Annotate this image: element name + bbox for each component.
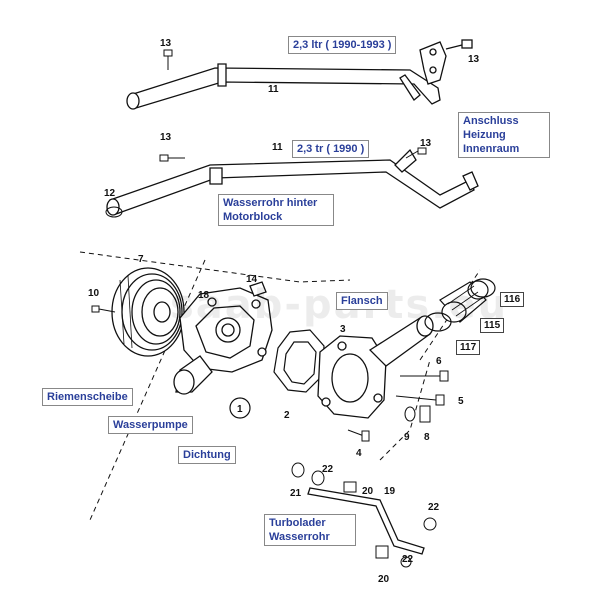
turbo-pipe-19	[307, 487, 425, 555]
num-21: 21	[290, 488, 302, 499]
ring-12	[105, 206, 123, 218]
num-20b: 20	[378, 574, 390, 585]
label-rear-pipe-line-1: Wasserrohr hinter	[223, 197, 318, 209]
label-turbo-water-pipe: Turbolader Wasserrohr	[264, 514, 356, 546]
num-14: 14	[246, 274, 258, 285]
num-1: 1	[237, 404, 243, 415]
bolt-10	[91, 305, 116, 313]
num-9: 9	[404, 432, 410, 443]
num-7: 7	[138, 254, 144, 265]
label-water-pump: Wasserpumpe	[108, 416, 193, 434]
num-22a: 22	[322, 464, 334, 475]
num-19: 19	[384, 486, 396, 497]
num-8: 8	[424, 432, 430, 443]
water-pump	[173, 281, 273, 395]
label-pulley: Riemenscheibe	[42, 388, 133, 406]
num-20a: 20	[362, 486, 374, 497]
num-22c: 22	[402, 554, 414, 565]
num-13a: 13	[160, 38, 172, 49]
num-13d: 13	[420, 138, 432, 149]
pulley-7	[111, 267, 185, 357]
num-18: 18	[198, 290, 210, 301]
num-2: 2	[284, 410, 290, 421]
part-box-116: 116	[500, 292, 525, 307]
bolt-4	[347, 429, 370, 442]
ring-117	[424, 312, 452, 332]
num-22b: 22	[428, 502, 440, 513]
part-numbers: 13 13 11 13 13 11 12 7 14 18 10 3 6 5 1 …	[88, 38, 480, 585]
num-10: 10	[88, 288, 100, 299]
part-1-circle	[229, 397, 251, 419]
label-rear-pipe-line-2: Motorblock	[223, 211, 283, 223]
label-turbo-line-2: Wasserrohr	[269, 531, 330, 543]
label-gasket: Dichtung	[178, 446, 236, 464]
num-13b: 13	[468, 54, 480, 65]
banjo-bolt-20	[343, 481, 389, 559]
gasket-2	[273, 329, 325, 393]
bolt-13-upper-left	[163, 49, 173, 70]
num-11-top: 11	[268, 84, 279, 95]
num-3: 3	[340, 324, 346, 335]
pipe-lower	[106, 148, 479, 216]
washers-21-22	[291, 462, 437, 568]
num-5: 5	[458, 396, 464, 407]
flange-3	[317, 315, 434, 419]
label-engine-1990-1993: 2,3 ltr ( 1990-1993 )	[288, 36, 397, 54]
label-heater-line-3: Innenraum	[463, 143, 520, 155]
bolt-5	[395, 394, 445, 406]
label-turbo-line-1: Turbolader	[269, 517, 326, 529]
bolt-8	[419, 405, 431, 423]
bolt-6	[400, 370, 449, 382]
num-6: 6	[436, 356, 442, 367]
label-rear-water-pipe: Wasserrohr hinter Motorblock	[218, 194, 334, 226]
ring-116	[470, 278, 496, 298]
part-box-115: 115	[480, 318, 505, 333]
num-12: 12	[104, 188, 116, 199]
label-heater-connection: Anschluss Heizung Innenraum	[458, 112, 550, 158]
label-heater-line-2: Heizung	[463, 129, 506, 141]
label-flange: Flansch	[336, 292, 388, 310]
num-11-mid: 11	[272, 142, 283, 153]
bolt-13-mid-right	[405, 147, 427, 159]
label-engine-1990: 2,3 tr ( 1990 )	[292, 140, 370, 158]
bolt-13-mid-left	[159, 154, 185, 162]
label-heater-line-1: Anschluss	[463, 115, 519, 127]
washer-9	[404, 406, 416, 422]
num-13c: 13	[160, 132, 172, 143]
part-box-117: 117	[456, 340, 481, 355]
pipe-upper	[126, 39, 473, 110]
num-4: 4	[356, 448, 362, 459]
